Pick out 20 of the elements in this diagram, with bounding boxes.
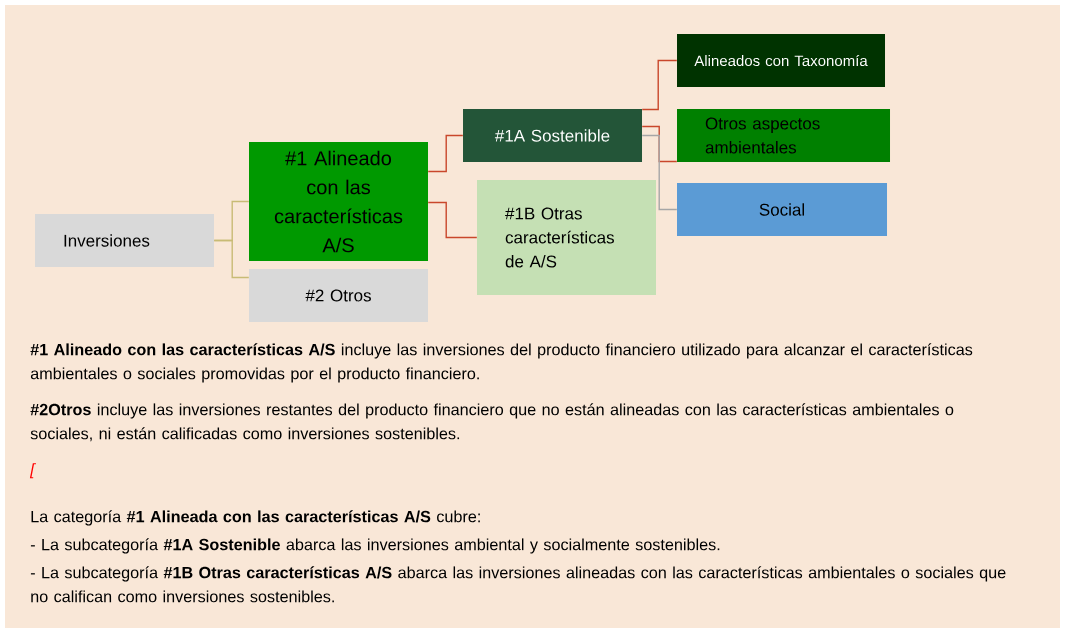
connector-line	[641, 59, 678, 111]
description-text: - La subcategoría #1A Sostenible abarca las inversiones ambiental y socialmente sostenibles.	[30, 538, 720, 554]
description-text: [	[29, 463, 37, 479]
process-box: #1 Alineado con las características A/S	[249, 142, 428, 261]
description-text: La categoría #1 Alineada con las características A/S cubre:	[31, 510, 480, 526]
description-text: #1 Alineado con las características A/S incluye las inversiones del producto financiero utilizado para alcanzar el características ambientales o sociales promovidas por el producto financiero.	[30, 343, 973, 383]
connector-line	[213, 239, 250, 279]
description-text: #2Otros incluye las inversiones restantes del producto financiero que no están alineadas con las características ambientales o sociales, ni están calificadas como inversiones sostenibles.	[30, 403, 954, 442]
connector-line	[641, 134, 678, 211]
connector-line	[427, 134, 464, 173]
process-box: Inversiones	[35, 214, 214, 267]
process-box: #1A Sostenible	[463, 109, 642, 162]
process-box: Alineados con Taxonomía	[677, 34, 885, 87]
connector-line	[641, 125, 678, 163]
process-box: Social	[677, 183, 887, 236]
description-text: - La subcategoría #1B Otras características A/S abarca las inversiones alineadas con las características ambientales o sociales que no califican como inversiones sostenibles.	[30, 566, 1006, 603]
process-box: #1B Otras características de A/S	[477, 180, 656, 295]
process-box: Otros aspectos ambientales	[677, 109, 890, 162]
process-box: #2 Otros	[249, 269, 428, 322]
connector-line	[427, 201, 478, 239]
